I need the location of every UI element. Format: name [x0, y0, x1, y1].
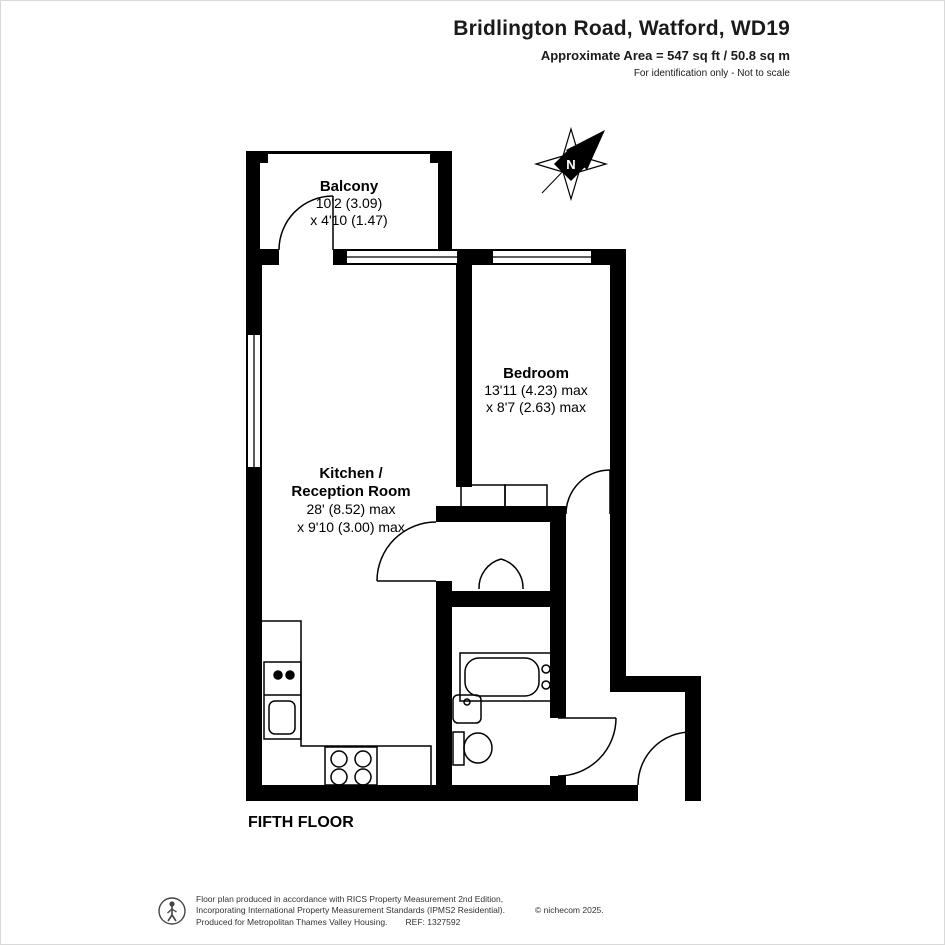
- header: Bridlington Road, Watford, WD19 Approxim…: [453, 17, 790, 79]
- footer-line2: Incorporating International Property Mea…: [196, 905, 505, 916]
- bedroom-door: [565, 469, 611, 515]
- windows: [246, 249, 593, 469]
- footer-line1: Floor plan produced in accordance with R…: [196, 894, 504, 905]
- approximate-area: Approximate Area = 547 sq ft / 50.8 sq m: [540, 48, 790, 63]
- bedroom-dim1: 13'11 (4.23) max: [484, 382, 588, 398]
- kitchen-counter: [262, 620, 432, 785]
- identification-note: For identification only - Not to scale: [633, 68, 790, 79]
- balcony-dim1: 10'2 (3.09): [316, 195, 383, 211]
- basin: [452, 694, 482, 724]
- compass-north-label: N: [566, 157, 575, 172]
- kitchen-dim2: x 9'10 (3.00) max: [297, 519, 405, 535]
- bedroom-label: Bedroom: [503, 365, 569, 382]
- entrance-door: [637, 731, 692, 786]
- bath: [459, 652, 554, 702]
- footer-copyright: © nichecom 2025.: [535, 905, 604, 916]
- doors: [278, 195, 692, 786]
- kitchen-door: [376, 521, 437, 582]
- footer-line3: Produced for Metropolitan Thames Valley …: [196, 916, 388, 927]
- balcony-dim2: x 4'10 (1.47): [310, 212, 387, 228]
- footer: Floor plan produced in accordance with R…: [157, 893, 604, 929]
- kitchen-sink: [263, 661, 302, 740]
- page-title: Bridlington Road, Watford, WD19: [453, 17, 790, 40]
- bedroom-dim2: x 8'7 (2.63) max: [486, 399, 586, 415]
- wardrobe: [460, 484, 548, 508]
- fixtures: [262, 484, 554, 786]
- surveyor-logo-icon: [158, 897, 186, 925]
- kitchen-label-line1: Kitchen /: [319, 465, 383, 482]
- footer-ref: REF: 1327592: [405, 916, 461, 927]
- floor-label: FIFTH FLOOR: [248, 814, 354, 831]
- balcony-label: Balcony: [320, 178, 379, 195]
- room-labels: Balcony 10'2 (3.09) x 4'10 (1.47) Bedroo…: [248, 178, 588, 831]
- bathroom-door: [557, 717, 617, 777]
- kitchen-label-line2: Reception Room: [291, 483, 410, 500]
- compass-north-arrow: [566, 130, 605, 170]
- hob: [324, 746, 378, 786]
- kitchen-dim1: 28' (8.52) max: [306, 501, 395, 517]
- balcony-walls: [246, 151, 452, 251]
- footer-text: Floor plan produced in accordance with R…: [196, 894, 604, 927]
- compass-icon: N: [533, 126, 609, 202]
- cupboard-bifold-doors: [478, 558, 524, 590]
- walls: [246, 249, 701, 801]
- toilet: [452, 731, 493, 766]
- balcony-door: [278, 195, 334, 251]
